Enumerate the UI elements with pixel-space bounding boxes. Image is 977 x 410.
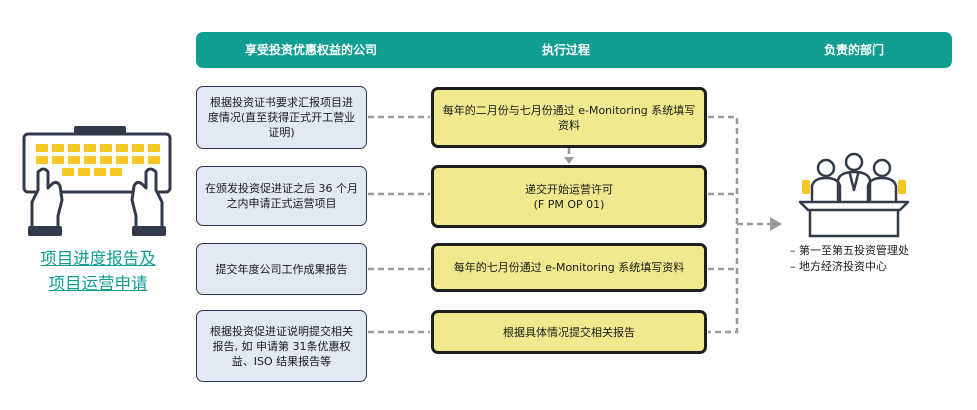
arrowhead-down (564, 157, 574, 164)
departments-list: 第一至第五投资管理处 地方经济投资中心 (790, 243, 970, 275)
requirement-box-2: 在颁发投资促进证之后 36 个月之内申请正式运营项目 (196, 166, 367, 226)
meeting-people-icon (798, 152, 910, 238)
side-title: 项目进度报告及 项目运营申请 (22, 246, 174, 296)
requirement-box-1: 根据投资证书要求汇报项目进度情况(直至获得正式开工营业证明) (196, 86, 367, 149)
header-departments: 负责的部门 (823, 43, 884, 57)
department-item-1: 第一至第五投资管理处 (790, 243, 970, 259)
requirement-box-3: 提交年度公司工作成果报告 (196, 243, 367, 295)
side-title-line2: 项目运营申请 (48, 274, 148, 293)
process-box-3: 每年的七月份通过 e-Monitoring 系统填写资料 (431, 243, 707, 292)
keyboard-typing-icon (22, 126, 172, 236)
process-box-2-line1: 递交开始运营许可 (525, 182, 613, 196)
process-box-4: 根据具体情况提交相关报告 (431, 310, 707, 354)
process-box-1: 每年的二月份与七月份通过 e-Monitoring 系统填写资料 (431, 87, 707, 148)
collector-line (708, 115, 739, 334)
process-box-2-line2: (F PM OP 01) (533, 197, 605, 211)
arrowhead-right (770, 217, 782, 231)
department-item-2: 地方经济投资中心 (790, 259, 970, 275)
process-box-2: 递交开始运营许可 (F PM OP 01) (431, 165, 707, 228)
header-companies: 享受投资优惠权益的公司 (244, 43, 377, 57)
requirement-box-4: 根据投资促进证说明提交相关报告, 如 申请第 31条优惠权益、ISO 结果报告等 (196, 310, 367, 382)
header-bar: 享受投资优惠权益的公司 执行过程 负责的部门 (196, 32, 952, 68)
header-process: 执行过程 (541, 43, 590, 57)
side-title-line1: 项目进度报告及 (40, 249, 156, 268)
